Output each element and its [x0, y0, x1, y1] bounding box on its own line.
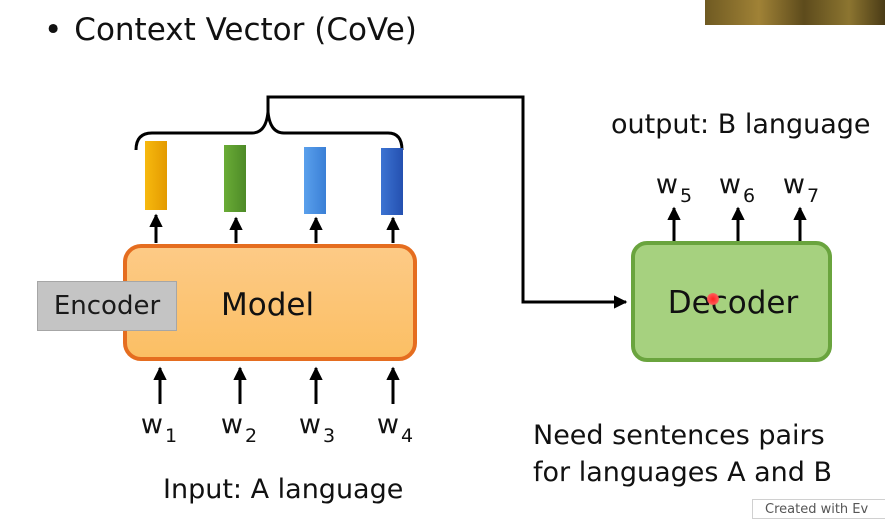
- laser-pointer-dot: [707, 293, 719, 305]
- note-line-2: for languages A and B: [533, 457, 833, 488]
- input-word-base: w: [220, 409, 243, 440]
- context-vector-3: [304, 147, 326, 214]
- slide-photo-thumbnail: [705, 0, 885, 25]
- note-line-1: Need sentences pairs: [533, 420, 825, 451]
- context-vector-1: [145, 141, 167, 210]
- title-text: Context Vector (CoVe): [74, 12, 417, 48]
- context-connector-line: [266, 95, 628, 309]
- title-bullet: •: [44, 12, 63, 48]
- sentence-pairs-note: Need sentences pairs for languages A and…: [533, 417, 832, 491]
- context-vector-2: [224, 145, 246, 212]
- output-word-subscript: 7: [807, 185, 820, 207]
- output-word-base: w: [718, 169, 741, 200]
- output-word-subscript: 6: [743, 185, 756, 207]
- input-word-base: w: [140, 409, 163, 440]
- input-word-subscript: 4: [401, 425, 414, 447]
- input-language-label: Input: A language: [163, 474, 404, 505]
- input-word-base: w: [376, 409, 399, 440]
- input-word-subscript: 3: [323, 425, 336, 447]
- slide-title: • Context Vector (CoVe): [44, 10, 417, 50]
- encoder-tag: Encoder: [37, 281, 177, 331]
- created-with-watermark: Created with Ev: [752, 499, 885, 519]
- vectors-brace: [134, 111, 404, 151]
- output-word-base: w: [655, 169, 678, 200]
- context-vector-4: [381, 148, 403, 215]
- decoder-box: [631, 241, 832, 362]
- output-word-base: w: [782, 169, 805, 200]
- output-language-label: output: B language: [611, 109, 871, 140]
- model-label: Model: [221, 287, 315, 323]
- input-word-subscript: 2: [245, 425, 258, 447]
- input-word-base: w: [298, 409, 321, 440]
- input-word-subscript: 1: [165, 425, 178, 447]
- decoder-label: Decoder: [667, 285, 799, 321]
- output-word-subscript: 5: [680, 185, 693, 207]
